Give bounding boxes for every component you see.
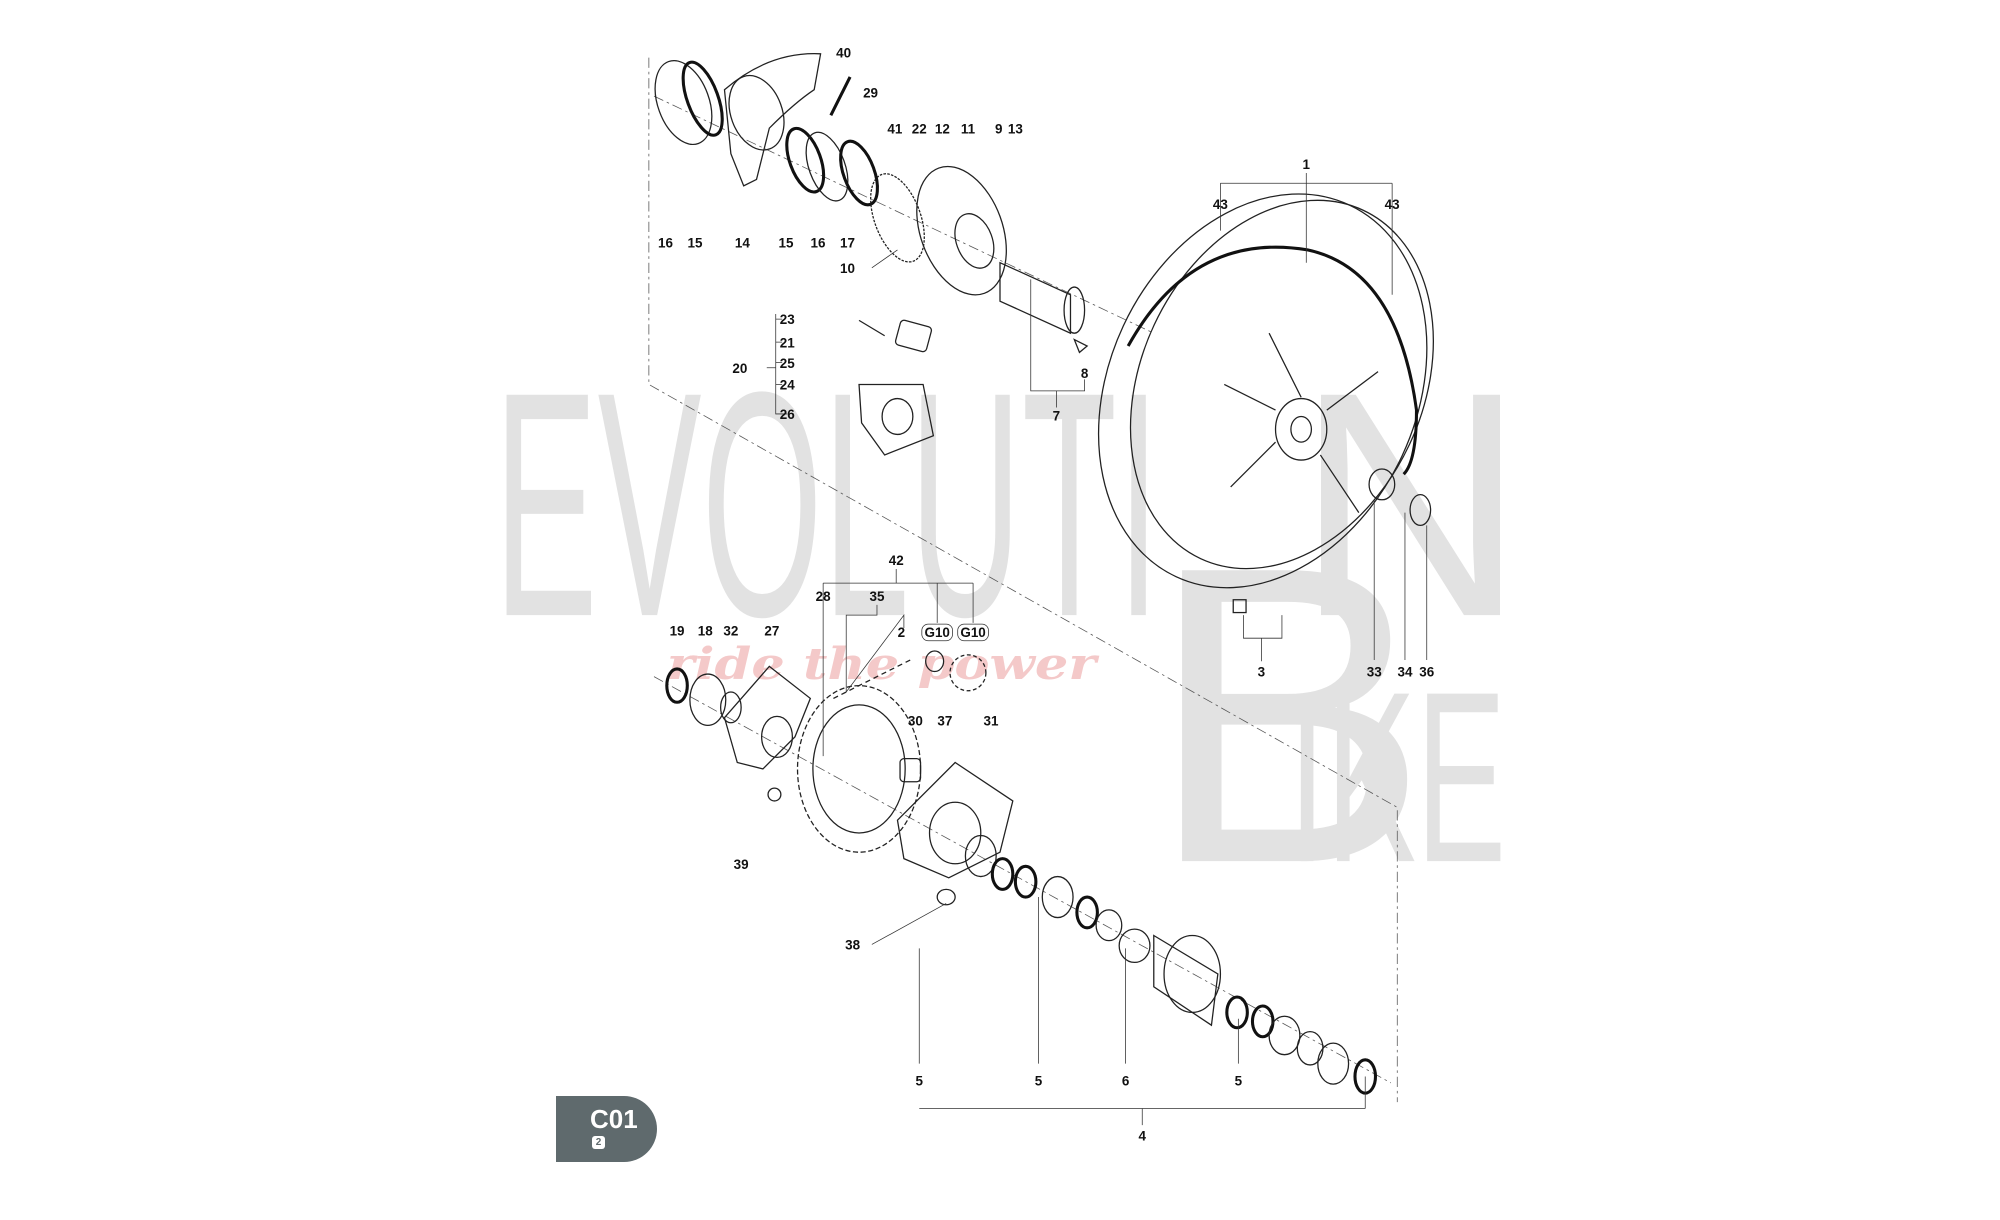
brake-hanger-assembly	[654, 53, 1089, 456]
part-callout: 34	[1397, 665, 1412, 680]
part-callout: 15	[779, 235, 794, 250]
part-callout: 12	[935, 121, 950, 136]
part-callout: 8	[1081, 366, 1089, 381]
part-callout: 27	[764, 624, 779, 639]
part-callout: 3	[1258, 665, 1265, 680]
part-callout: 25	[780, 356, 795, 371]
g10-tag-frame	[957, 623, 989, 642]
part-callout: 23	[780, 312, 795, 327]
watermark-tagline: ride the power	[667, 639, 1100, 690]
part-callout: 2	[898, 625, 905, 640]
part-callout: 28	[816, 589, 831, 604]
part-callout: 10	[840, 261, 855, 276]
part-callout: 40	[836, 46, 851, 61]
part-callout: 5	[916, 1073, 924, 1088]
axis-lines	[648, 57, 1398, 1103]
part-callout: 22	[912, 121, 927, 136]
part-callout: 29	[863, 85, 878, 100]
part-callout: 15	[688, 235, 703, 250]
page-code-badge: C01 2	[556, 1096, 657, 1162]
part-callout: 4	[1139, 1129, 1147, 1144]
watermark: EVOLUTI N B IKE ride the power	[494, 325, 1526, 951]
part-callout: 21	[780, 335, 795, 350]
part-callout: 24	[780, 378, 795, 393]
part-callout: 37	[937, 713, 952, 728]
page-sub-number: 2	[592, 1136, 605, 1149]
watermark-evolution: EVOLUTI	[494, 325, 1160, 683]
part-callout: 16	[658, 235, 673, 250]
part-callout: 35	[869, 589, 884, 604]
part-callout: 38	[845, 938, 860, 953]
part-callout: 30	[908, 713, 923, 728]
watermark-b: B	[1147, 478, 1429, 951]
part-callout: 5	[1235, 1073, 1243, 1088]
part-callout: 31	[984, 713, 999, 728]
part-callout: 26	[780, 407, 795, 422]
page-code: C01	[590, 1104, 638, 1134]
part-callout: 41	[887, 121, 902, 136]
g10-tag-frame	[921, 623, 953, 642]
sprocket-hub-assembly	[665, 650, 1378, 1095]
part-callout: 7	[1053, 408, 1060, 423]
part-callout: 16	[811, 235, 826, 250]
part-callout: 1	[1303, 157, 1311, 172]
part-callout: 42	[889, 553, 904, 568]
part-callout: 43	[1213, 197, 1228, 212]
part-callout: 39	[734, 857, 749, 872]
part-callout: 6	[1122, 1073, 1129, 1088]
part-callout: 20	[732, 361, 747, 376]
part-callout: G10	[925, 625, 950, 640]
part-callout: 18	[698, 624, 713, 639]
part-callout: 14	[735, 235, 750, 250]
part-callout: 17	[840, 235, 855, 250]
part-callout: 19	[670, 624, 685, 639]
leader-lines	[766, 173, 1428, 1126]
part-callout: 5	[1035, 1073, 1043, 1088]
part-callout: G10	[960, 625, 985, 640]
part-callout: 36	[1419, 665, 1434, 680]
part-callout: 43	[1385, 197, 1400, 212]
part-callout: 11	[961, 121, 976, 136]
rear-wheel	[1097, 193, 1434, 614]
part-callout: 33	[1367, 665, 1382, 680]
part-callout: 13	[1008, 121, 1023, 136]
part-callout: 32	[723, 624, 738, 639]
part-callout: 9	[995, 121, 1002, 136]
